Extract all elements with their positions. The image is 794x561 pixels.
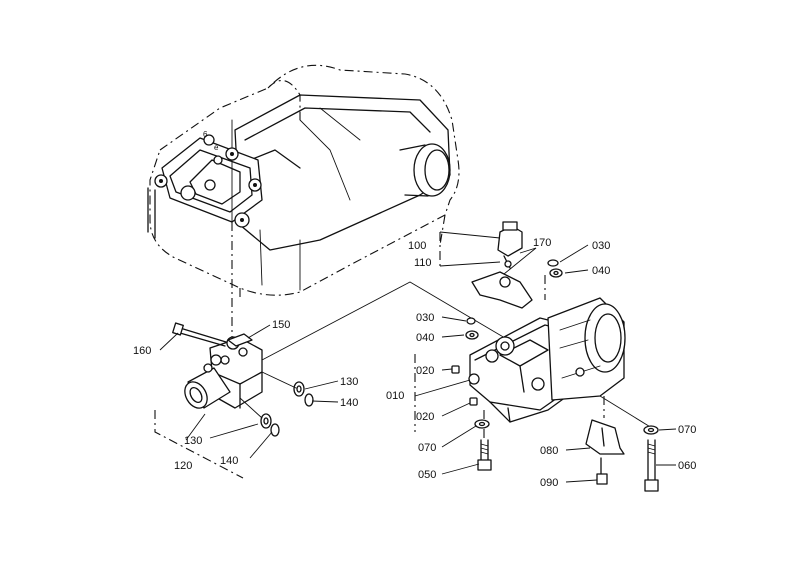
label-010: 010 (386, 390, 404, 402)
label-030-mid: 030 (416, 312, 434, 324)
label-040-mid: 040 (416, 332, 434, 344)
valve-bolt-160 (172, 322, 227, 347)
label-150: 150 (272, 319, 290, 331)
oring-130-left (260, 413, 272, 429)
label-020-a: 020 (416, 365, 434, 377)
housing-cylinder-end (399, 143, 451, 197)
line-to-right-bolt (599, 395, 653, 429)
oring-140-left (270, 423, 280, 437)
label-140-right: 140 (340, 397, 358, 409)
oring-140-right (304, 393, 314, 407)
label-140-left: 140 (220, 455, 238, 467)
left-valve-cylinder (184, 354, 231, 409)
washer-070-right (643, 425, 659, 435)
label-130-right: 130 (340, 376, 358, 388)
casting-mark-b: e (214, 143, 219, 152)
valve-cover-150 (227, 333, 253, 347)
right-pump-ports (468, 336, 585, 391)
label-080: 080 (540, 445, 558, 457)
gasket-170 (471, 271, 533, 309)
label-170: 170 (533, 237, 551, 249)
washer-040-mid (465, 330, 479, 340)
oring-130-right (293, 381, 305, 397)
right-pump-cylinder (547, 297, 626, 401)
washer-030-top (547, 259, 559, 267)
label-070-left: 070 (418, 442, 436, 454)
label-050: 050 (418, 469, 436, 481)
screw-090 (596, 457, 608, 485)
label-060: 060 (678, 460, 696, 472)
label-160: 160 (133, 345, 151, 357)
bracket-080 (585, 419, 625, 455)
washer-040-top (549, 268, 563, 278)
flange-bolts (154, 134, 262, 228)
casting-mark-a: 6 (203, 130, 208, 139)
label-120: 120 (174, 460, 192, 472)
housing-side-ribs (147, 187, 156, 239)
label-030-top: 030 (592, 240, 610, 252)
plug-020-b (469, 397, 478, 406)
label-100: 100 (408, 240, 426, 252)
label-020-b: 020 (416, 411, 434, 423)
washer-030-mid (466, 317, 476, 325)
label-130-left: 130 (184, 435, 202, 447)
bolt-060 (644, 439, 659, 492)
leader-lines (159, 231, 677, 483)
sensor-100 (497, 221, 523, 269)
valve-port-lines (239, 371, 297, 419)
bracket-120 (154, 410, 244, 479)
label-040-top: 040 (592, 265, 610, 277)
label-070-right: 070 (678, 424, 696, 436)
bolt-050 (477, 439, 492, 471)
washer-070-left (474, 419, 490, 429)
label-110: 110 (414, 257, 432, 269)
label-090: 090 (540, 477, 558, 489)
plug-020-a (451, 365, 460, 374)
